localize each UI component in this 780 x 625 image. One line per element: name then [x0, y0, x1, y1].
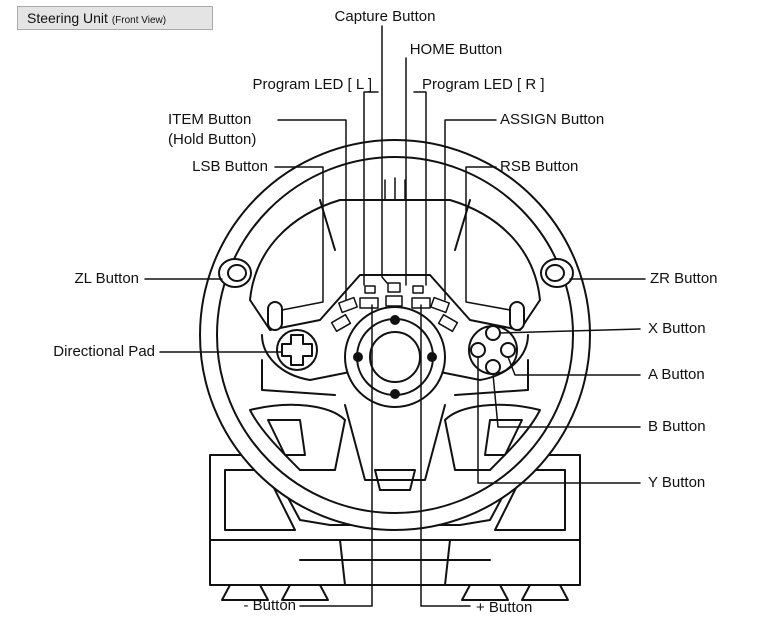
- label-item-hold: (Hold Button): [168, 131, 257, 148]
- label-b-button: B Button: [648, 418, 706, 435]
- label-y-button: Y Button: [648, 474, 706, 491]
- label-plus-button: + Button: [476, 599, 533, 616]
- center-dial: [344, 306, 446, 408]
- label-item-button: ITEM Button: [168, 111, 252, 128]
- label-assign-button: ASSIGN Button: [500, 111, 605, 128]
- top-button-cluster: [330, 282, 459, 333]
- label-directional-pad: Directional Pad: [53, 343, 155, 360]
- label-home-button: HOME Button: [409, 41, 503, 58]
- label-minus-button: - Button: [243, 597, 296, 614]
- zr-paddle: [540, 258, 574, 288]
- label-program-led-r: Program LED [ R ]: [422, 76, 545, 93]
- leader-lines: [144, 25, 646, 607]
- label-zl-button: ZL Button: [74, 270, 139, 287]
- label-x-button: X Button: [648, 320, 706, 337]
- zl-paddle: [218, 258, 252, 288]
- label-program-led-l: Program LED [ L ]: [252, 76, 373, 93]
- title-sub: (Front View): [111, 15, 167, 26]
- rsb-button-shape: [509, 301, 525, 331]
- figure-title: Steering Unit (Front View): [17, 6, 213, 30]
- label-capture-button: Capture Button: [334, 8, 436, 25]
- label-zr-button: ZR Button: [650, 270, 718, 287]
- label-a-button: A Button: [648, 366, 705, 383]
- wheel-base: [209, 454, 581, 601]
- dpad-shape: [276, 329, 318, 371]
- label-lsb-button: LSB Button: [192, 158, 268, 175]
- label-rsb-button: RSB Button: [500, 158, 579, 175]
- lsb-button-shape: [267, 301, 283, 331]
- wheel-spokes: [249, 403, 541, 491]
- title-main: Steering Unit: [27, 10, 108, 26]
